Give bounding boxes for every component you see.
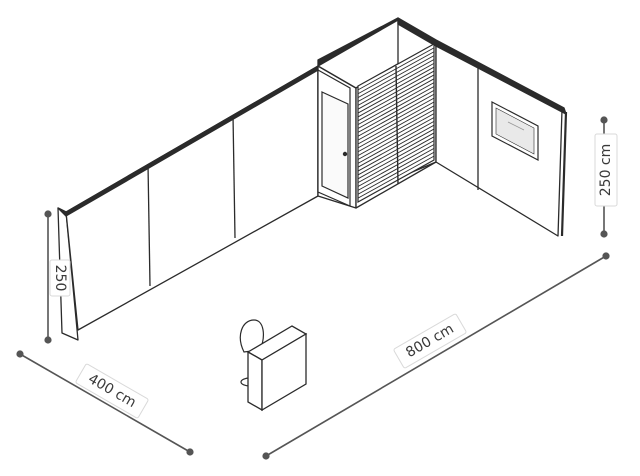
dim-label-width-box xyxy=(393,313,467,369)
shutter-slat xyxy=(357,113,435,156)
roller-shutter-icon xyxy=(357,42,435,204)
back-wall xyxy=(65,65,319,331)
height-dim-left-top xyxy=(44,210,52,218)
shutter-slat xyxy=(357,132,435,176)
shutter-slat xyxy=(357,124,435,168)
tv-content-line xyxy=(507,121,525,131)
door-handle xyxy=(342,151,348,157)
dimension-lines xyxy=(16,116,610,460)
door-leaf xyxy=(321,91,349,199)
dim-label-height-left-text: 250 xyxy=(52,265,68,292)
shutter-slat xyxy=(357,120,435,164)
counter-front xyxy=(261,332,307,412)
shutter-slat xyxy=(357,144,435,187)
shutter-slat xyxy=(357,151,435,195)
width-dim-end-b xyxy=(602,252,610,260)
height-dim-right-bottom xyxy=(600,230,608,238)
dim-label-height-right-box xyxy=(594,133,618,207)
shutter-pole xyxy=(395,65,399,185)
shutter-slat xyxy=(357,140,435,184)
shutter-slat xyxy=(357,128,435,172)
shutter-slat xyxy=(357,105,435,149)
width-dimension-line xyxy=(265,255,607,457)
booth-walls xyxy=(57,17,568,341)
dim-label-height-left: 250 xyxy=(49,259,71,297)
shutter-slat xyxy=(357,136,435,180)
shutter-slat xyxy=(357,90,435,133)
shutter-slat xyxy=(357,97,435,141)
chair-seat-back xyxy=(239,319,264,353)
shutter-slat xyxy=(357,117,435,160)
right-end-cap xyxy=(560,111,568,237)
tv-screen-icon xyxy=(491,101,539,161)
counter-side xyxy=(247,350,263,412)
width-dim-end-a xyxy=(262,452,270,460)
height-dim-right-top xyxy=(600,116,608,124)
dim-label-height-right: 250 cm xyxy=(594,133,618,207)
shutter-slat xyxy=(357,101,435,145)
dim-label-depth-box xyxy=(75,363,149,419)
shutter-slat xyxy=(357,148,435,191)
shutter-slat xyxy=(357,93,435,137)
depth-dim-end-b xyxy=(186,448,194,456)
depth-dim-end-a xyxy=(16,350,24,358)
shutter-slat xyxy=(357,155,435,199)
dim-label-depth: 400 cm xyxy=(75,363,149,419)
shutter-slat xyxy=(357,86,435,129)
shutter-slat xyxy=(357,109,435,153)
dim-label-height-right-text: 250 cm xyxy=(598,144,614,197)
depth-dimension-line xyxy=(19,353,191,453)
back-wall-seam xyxy=(232,114,236,239)
dim-label-height-left-box xyxy=(49,259,71,297)
door-icon xyxy=(317,68,351,207)
counter-icon xyxy=(246,325,308,412)
tv-display xyxy=(495,107,535,155)
height-dim-left-bottom xyxy=(44,336,52,344)
back-wall-seam xyxy=(147,163,151,287)
